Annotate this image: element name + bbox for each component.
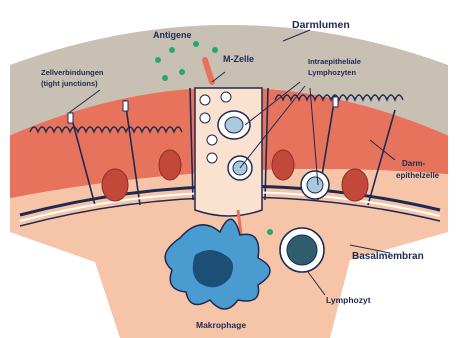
label-antigene: Antigene [153, 30, 192, 40]
label-tight-junctions: (tight junctions) [41, 79, 98, 88]
label-lymphozyt: Lymphozyt [326, 295, 371, 305]
label-darmlumen: Darmlumen [292, 19, 350, 31]
m-cell-pocket [195, 88, 262, 216]
label-zellverbindungen: Zellverbindungen [41, 68, 104, 77]
label-makrophage: Makrophage [196, 320, 246, 330]
label-basalmembran: Basalmembran [352, 251, 424, 262]
label-intraepitheliale: Intraepitheliale [308, 57, 361, 66]
label-darm: Darm- [402, 159, 425, 168]
label-m-zelle: M-Zelle [223, 54, 254, 64]
label-epithelzelle: epithelzelle [396, 171, 440, 180]
label-lymphozyten: Lymphozyten [308, 68, 356, 77]
lamina-lymphocyte [280, 228, 324, 272]
